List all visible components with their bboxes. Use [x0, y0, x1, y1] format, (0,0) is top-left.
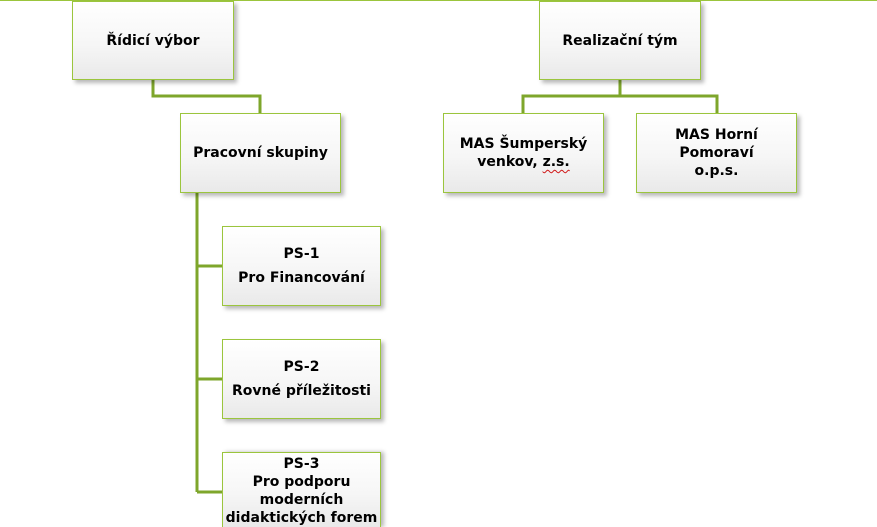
- box-ps2: PS-2 Rovné příležitosti: [222, 339, 381, 419]
- box-working-groups: Pracovní skupiny: [180, 113, 341, 193]
- ps2-name: Rovné příležitosti: [232, 383, 371, 399]
- ps3-name-line2: moderních: [259, 492, 344, 508]
- ps3-name-line1: Pro podporu: [252, 474, 351, 490]
- implementation-team-label: Realizační tým: [562, 32, 678, 49]
- mas-sumpersky-line2b: z.s.: [542, 154, 570, 170]
- working-groups-label: Pracovní skupiny: [193, 145, 328, 161]
- ps1-code: PS-1: [283, 246, 320, 262]
- mas-sumpersky-line1: MAS Šumperský: [459, 136, 588, 152]
- box-mas-sumpersky: MAS Šumperský venkov, z.s.: [443, 113, 604, 193]
- box-mas-horni-pomoravi: MAS Horní Pomoraví o.p.s.: [636, 113, 797, 193]
- mas-sumpersky-line2a: venkov,: [477, 154, 543, 170]
- ps3-name-line3: didaktických forem: [225, 510, 378, 526]
- box-steering-committee: Řídicí výbor: [72, 1, 234, 80]
- steering-committee-label: Řídicí výbor: [106, 32, 200, 49]
- mas-horni-line1: MAS Horní Pomoraví: [675, 127, 758, 161]
- mas-sumpersky-line2: venkov, z.s.: [477, 153, 569, 171]
- ps3-code: PS-3: [283, 456, 320, 472]
- mas-horni-line2: o.p.s.: [694, 163, 739, 179]
- box-ps1: PS-1 Pro Financování: [222, 226, 381, 306]
- box-implementation-team: Realizační tým: [539, 1, 701, 80]
- ps2-code: PS-2: [283, 359, 320, 375]
- connector-implementation-branch: [521, 94, 719, 113]
- ps1-name: Pro Financování: [238, 270, 365, 286]
- connector-steering-to-working-groups: [151, 80, 262, 113]
- box-ps3: PS-3 Pro podporu moderních didaktických …: [222, 452, 381, 527]
- top-border-line: [0, 0, 877, 1]
